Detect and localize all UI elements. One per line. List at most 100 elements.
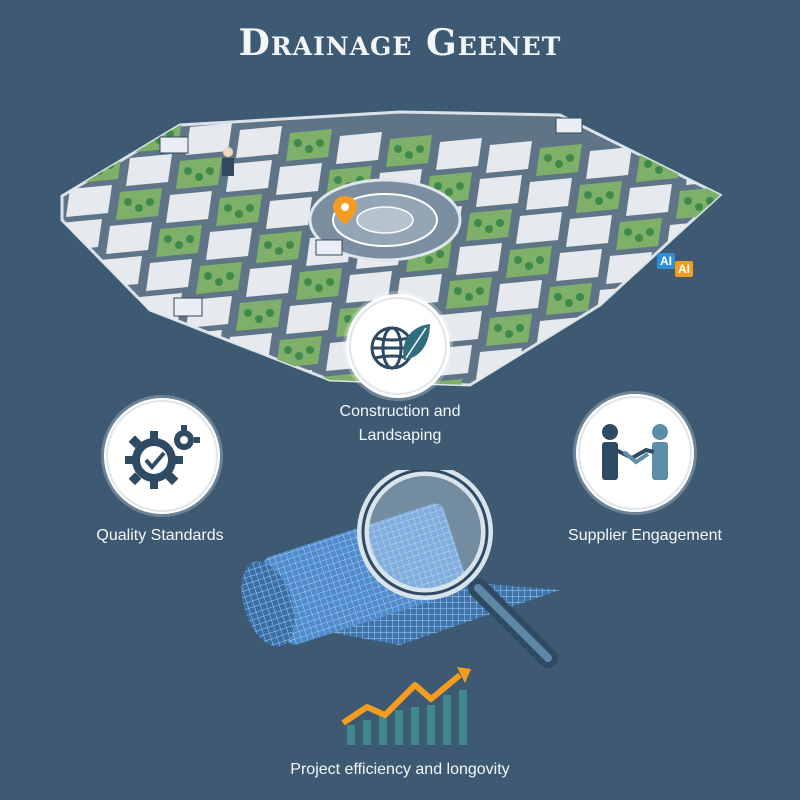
building-block (596, 286, 642, 318)
building-block (266, 197, 312, 229)
building-block (346, 271, 392, 303)
quality-caption: Quality Standards (96, 527, 224, 544)
gear-check-icon (106, 400, 218, 512)
park-block (6, 216, 52, 248)
tree-icon (306, 346, 314, 354)
tree-icon (185, 380, 193, 385)
tree-icon (644, 160, 652, 168)
tree-icon (286, 241, 294, 249)
building-block (76, 324, 122, 356)
signboard (173, 297, 203, 317)
construction-caption: Construction and Landsaping (339, 403, 461, 444)
tree-icon (315, 284, 323, 292)
building-block (62, 219, 102, 251)
building-block (636, 323, 682, 355)
building-block (646, 289, 692, 321)
tree-icon (324, 383, 332, 385)
park-block (526, 351, 572, 383)
tree-icon (565, 299, 573, 307)
tree-icon (656, 367, 664, 375)
building-block (0, 318, 22, 350)
building-block (166, 191, 212, 223)
magnifier-icon (357, 470, 558, 668)
tree-icon (454, 287, 462, 295)
tree-icon (134, 337, 142, 345)
tree-icon (62, 331, 64, 339)
tree-icon (195, 173, 203, 181)
tree-icon (344, 315, 352, 323)
tree-icon (66, 124, 74, 132)
building-block (266, 370, 312, 385)
tree-icon (616, 330, 624, 338)
geonet-roll-illustration (241, 470, 560, 668)
tree-icon (146, 198, 154, 206)
tree-icon (494, 324, 502, 332)
tree-icon (304, 278, 312, 286)
tree-icon (496, 219, 504, 227)
building-block (236, 126, 282, 158)
tree-icon (275, 247, 283, 255)
building-block (116, 361, 162, 385)
tree-icon (706, 197, 714, 205)
building-block (66, 185, 112, 217)
tree-icon (54, 263, 62, 271)
tree-icon (215, 278, 223, 286)
person-figure-icon (222, 147, 234, 176)
tree-icon (334, 176, 342, 184)
park-block (62, 114, 82, 146)
park-block (76, 151, 122, 183)
tree-icon (516, 324, 524, 332)
building-block (176, 330, 222, 362)
building-block (516, 212, 562, 244)
building-block (566, 215, 612, 247)
page-title: Drainage Geenet (238, 22, 562, 64)
building-block (476, 175, 522, 207)
tree-icon (634, 367, 642, 375)
tree-icon (156, 337, 164, 345)
tree-icon (405, 151, 413, 159)
tree-icon (145, 343, 153, 351)
building-block (476, 348, 522, 380)
tree-icon (25, 232, 33, 240)
tree-icon (45, 337, 53, 345)
tree-icon (595, 197, 603, 205)
building-block (276, 163, 322, 195)
tree-icon (116, 300, 124, 308)
building-block (126, 154, 172, 186)
tree-icon (96, 368, 104, 376)
tree-icon (124, 198, 132, 206)
park-block (586, 320, 632, 352)
building-block (186, 123, 232, 155)
building-block (226, 160, 272, 192)
tree-icon (436, 250, 444, 258)
tree-icon (536, 256, 544, 264)
building-block (556, 249, 602, 281)
tree-icon (534, 361, 542, 369)
building-block (246, 265, 292, 297)
tree-icon (456, 182, 464, 190)
park-block (66, 358, 112, 385)
tree-icon (624, 228, 632, 236)
building-block (16, 355, 62, 387)
building-block (206, 228, 252, 260)
building-block (216, 367, 262, 385)
building-block (286, 302, 332, 334)
tree-icon (175, 241, 183, 249)
building-block (146, 259, 192, 291)
tree-icon (16, 294, 24, 302)
building-block (496, 280, 542, 312)
tree-icon (646, 228, 654, 236)
tree-icon (0, 294, 2, 302)
location-pin-icon (333, 196, 357, 225)
tree-icon (576, 293, 584, 301)
park-block (126, 327, 172, 359)
tree-icon (584, 191, 592, 199)
tree-icon (84, 161, 92, 169)
building-block (0, 352, 12, 384)
tree-icon (476, 287, 484, 295)
tree-icon (246, 204, 254, 212)
handshake-icon (578, 396, 692, 510)
tree-icon (62, 130, 63, 138)
tree-icon (235, 210, 243, 218)
building-block (436, 138, 482, 170)
